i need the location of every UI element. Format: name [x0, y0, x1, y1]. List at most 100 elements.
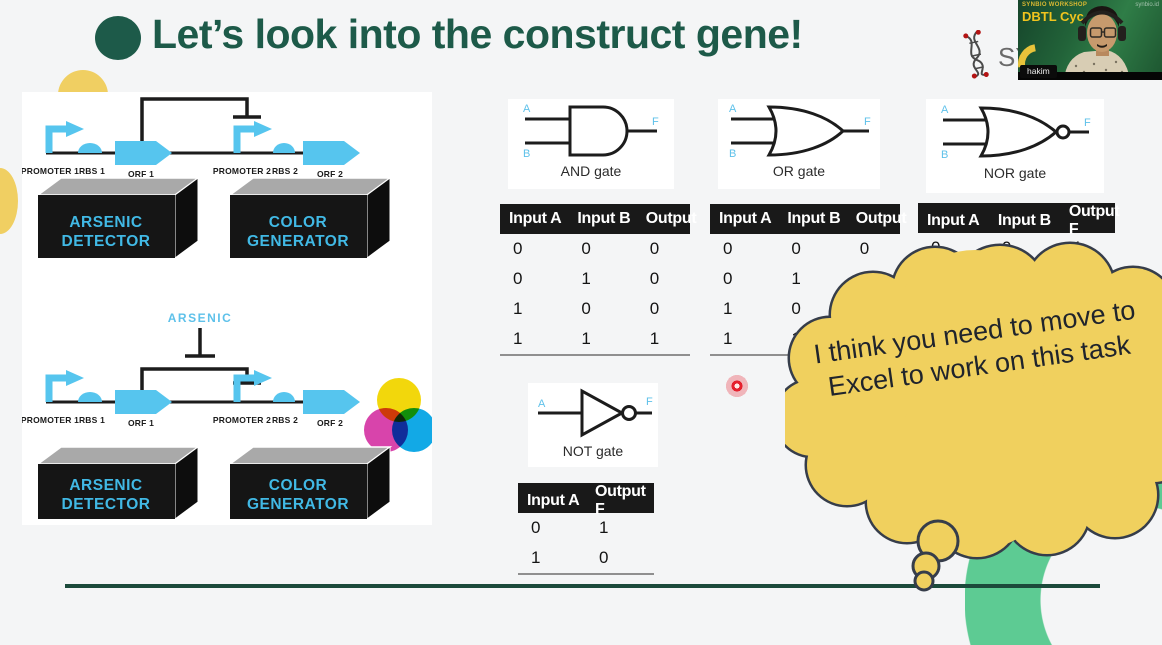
table-cell: 0	[581, 239, 591, 258]
nor-gate-caption: NOR gate	[983, 165, 1047, 181]
table-cell: 0	[649, 239, 660, 258]
table-cell: 0	[531, 518, 541, 537]
rbs1-label: RBS 1	[79, 415, 105, 425]
box2-text-line1: COLOR	[269, 214, 327, 231]
color-generator-box: COLOR GENERATOR	[227, 446, 393, 520]
orf1-arrow	[115, 390, 172, 414]
repression-line	[140, 97, 249, 141]
cmy-color-circles	[364, 378, 432, 452]
box1-text-line1: ARSENIC	[69, 477, 142, 494]
box1-text-line2: DETECTOR	[62, 496, 151, 513]
box1-text-line2: DETECTOR	[62, 233, 151, 250]
promoter2-arrow	[233, 125, 254, 153]
output-f-label: F	[864, 116, 871, 128]
laser-pointer-dot	[725, 374, 749, 398]
table-cell: 1	[723, 329, 733, 348]
table-cell: 1	[649, 329, 660, 348]
table-header-cell: Output F	[595, 483, 646, 518]
bubble-fill	[785, 244, 1162, 557]
and-gate-panel: A B F AND gate	[508, 99, 674, 189]
table-cell: 0	[581, 299, 591, 318]
table-cell: 0	[649, 269, 660, 288]
input-b-label: B	[523, 148, 530, 160]
promoter2-arrow	[233, 374, 254, 402]
decor-divider-line	[65, 584, 1100, 588]
dna-logo-icon	[963, 30, 989, 79]
or-gate-caption: OR gate	[772, 163, 826, 179]
rbs2-dome	[273, 392, 295, 402]
promoter2-label: PROMOTER 2	[213, 166, 271, 176]
table-cell: 1	[581, 269, 591, 288]
webcam-bottom-bar	[1018, 72, 1162, 80]
table-header-cell: Input B	[997, 212, 1051, 229]
output-f-label: F	[652, 116, 659, 128]
table-cell: 0	[791, 299, 801, 318]
table-cell: 1	[531, 548, 541, 567]
table-header-cell: Input A	[509, 210, 562, 227]
box2-text-line2: GENERATOR	[247, 233, 349, 250]
rbs1-label: RBS 1	[79, 166, 105, 176]
table-cell: 0	[513, 239, 523, 258]
orf2-label: ORF 2	[317, 418, 343, 428]
input-b-label: B	[941, 149, 948, 161]
table-cell: 0	[723, 239, 733, 258]
webcam-banner-title: DBTL Cyc	[1022, 9, 1084, 24]
promoter1-arrowhead	[66, 121, 84, 137]
rbs2-label: RBS 2	[272, 415, 298, 425]
table-header-cell: Input B	[787, 210, 841, 227]
webcam-watermark: synbio.id	[1135, 2, 1159, 8]
nor-gate-panel: A B F NOR gate	[926, 99, 1104, 193]
not-gate-symbol: A F	[538, 388, 653, 438]
promoter1-label: PROMOTER 1	[22, 415, 79, 425]
orf1-arrow	[115, 141, 172, 165]
gene-construct-diagram-bottom: ARSENIC PROMOTER 1 RBS 1 ORF 1	[22, 311, 432, 520]
arsenic-detector-box: ARSENIC DETECTOR	[35, 177, 201, 259]
table-cell: 1	[791, 269, 801, 288]
thought-bubble	[785, 241, 1162, 592]
decor-yellow-crescent	[0, 168, 18, 234]
orf2-arrow	[303, 390, 360, 414]
table-cell: 0	[859, 239, 870, 258]
arsenic-detector-box: ARSENIC DETECTOR	[35, 446, 201, 520]
or-gate-symbol: A B F	[729, 103, 871, 160]
promoter1-arrow	[45, 374, 66, 402]
gene-construct-diagram-top: PROMOTER 1 RBS 1 ORF 1 PROMOTER 2 RBS 2 …	[22, 97, 393, 259]
rbs2-label: RBS 2	[272, 166, 298, 176]
box1-text-line1: ARSENIC	[69, 214, 142, 231]
table-cell: 0	[723, 269, 733, 288]
page-title: Let’s look into the construct gene!	[152, 11, 803, 57]
table-header-cell: Output	[855, 210, 907, 227]
promoter1-label: PROMOTER 1	[22, 166, 79, 176]
orf1-label: ORF 1	[128, 418, 154, 428]
repression-line	[140, 367, 249, 390]
promoter1-arrowhead	[66, 370, 84, 386]
table-header-cell: Input A	[927, 212, 980, 229]
input-a-label: A	[538, 398, 546, 410]
nor-gate-symbol: A B F	[941, 104, 1091, 161]
webcam-banner-small: SYNBIO WORKSHOP	[1022, 2, 1088, 8]
promoter2-label: PROMOTER 2	[213, 415, 271, 425]
table-header-cell: Input A	[527, 492, 580, 509]
arsenic-input-label: ARSENIC	[168, 311, 233, 325]
input-a-label: A	[941, 104, 949, 116]
table-cell: 1	[599, 518, 609, 537]
not-gate-caption: NOT gate	[562, 443, 624, 459]
box2-text-line2: GENERATOR	[247, 496, 349, 513]
table-header-cell: Output	[645, 210, 697, 227]
rbs2-dome	[273, 143, 295, 153]
or-gate-panel: A B F OR gate	[718, 99, 880, 189]
promoter1-arrow	[45, 125, 66, 153]
table-cell: 1	[581, 329, 591, 348]
